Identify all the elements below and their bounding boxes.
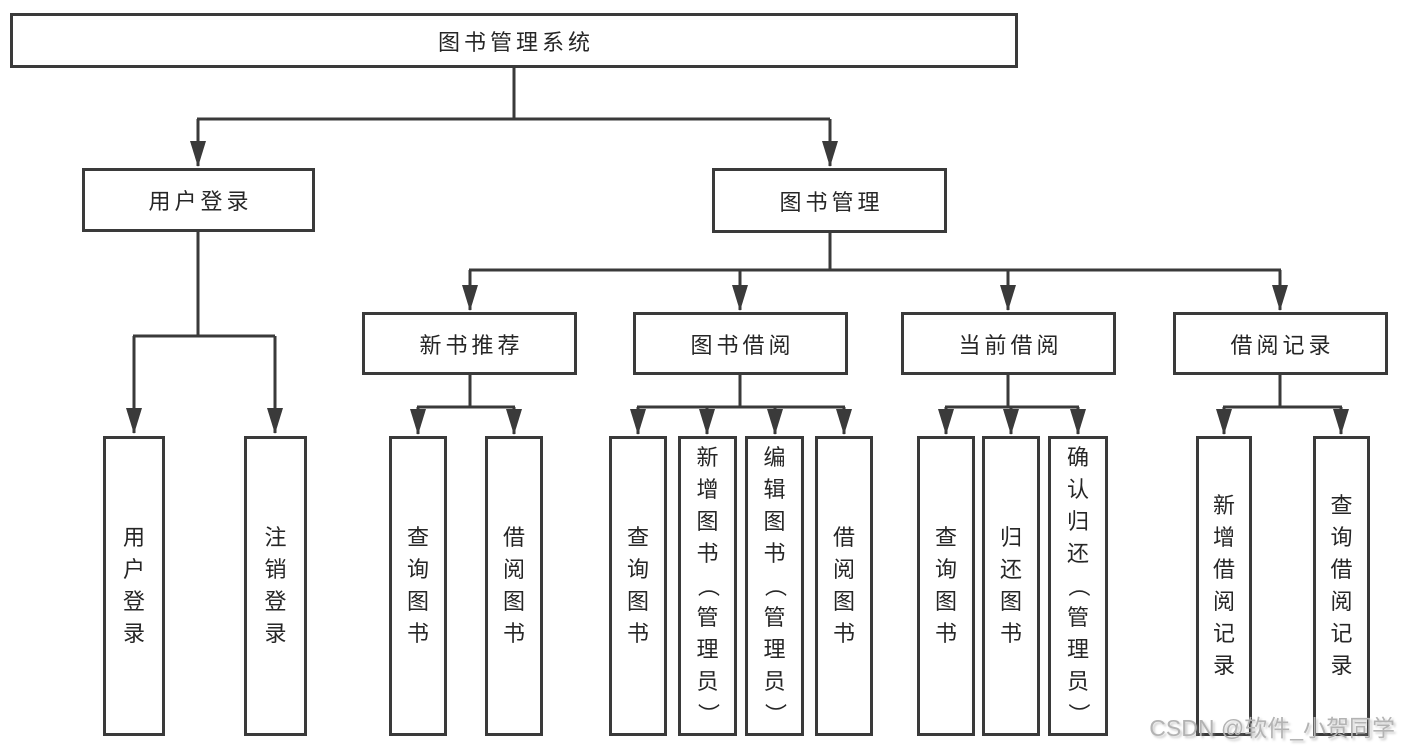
leaf-nbr-query-books: 查询图书 — [389, 436, 447, 736]
leaf-logout: 注销登录 — [244, 436, 307, 736]
leaf-bb-borrow-books: 借阅图书 — [815, 436, 873, 736]
node-user-login: 用户登录 — [82, 168, 315, 232]
leaf-user-login: 用户登录 — [103, 436, 165, 736]
leaf-br-add-borrow-record: 新增借阅记录 — [1196, 436, 1252, 736]
leaf-bb-add-books-admin: 新增图书（管理员） — [678, 436, 737, 736]
leaf-br-query-borrow-record: 查询借阅记录 — [1313, 436, 1370, 736]
node-borrow-records: 借阅记录 — [1173, 312, 1388, 375]
node-library-system: 图书管理系统 — [10, 13, 1018, 68]
node-new-book-recommend: 新书推荐 — [362, 312, 577, 375]
leaf-bb-query-books: 查询图书 — [609, 436, 667, 736]
connector-borrow-records-rail — [1223, 375, 1342, 409]
node-book-management: 图书管理 — [712, 168, 947, 233]
leaf-bb-edit-books-admin: 编辑图书（管理员） — [745, 436, 804, 736]
connector-book-management-rail — [469, 233, 1281, 272]
connector-user-login-rail — [133, 232, 275, 338]
connector-current-borrow-rail — [945, 375, 1079, 409]
connector-root-rail — [197, 68, 830, 121]
leaf-cb-query-books: 查询图书 — [917, 436, 975, 736]
node-current-borrow: 当前借阅 — [901, 312, 1116, 375]
leaf-cb-confirm-return-admin: 确认归还（管理员） — [1048, 436, 1108, 736]
node-book-borrow: 图书借阅 — [633, 312, 848, 375]
connector-book-borrow-rail — [637, 375, 845, 409]
connector-new-book-recommend-rail — [417, 375, 515, 409]
leaf-cb-return-books: 归还图书 — [982, 436, 1040, 736]
watermark: CSDN @软件_小贺同学 — [1149, 715, 1395, 741]
leaf-nbr-borrow-books: 借阅图书 — [485, 436, 543, 736]
